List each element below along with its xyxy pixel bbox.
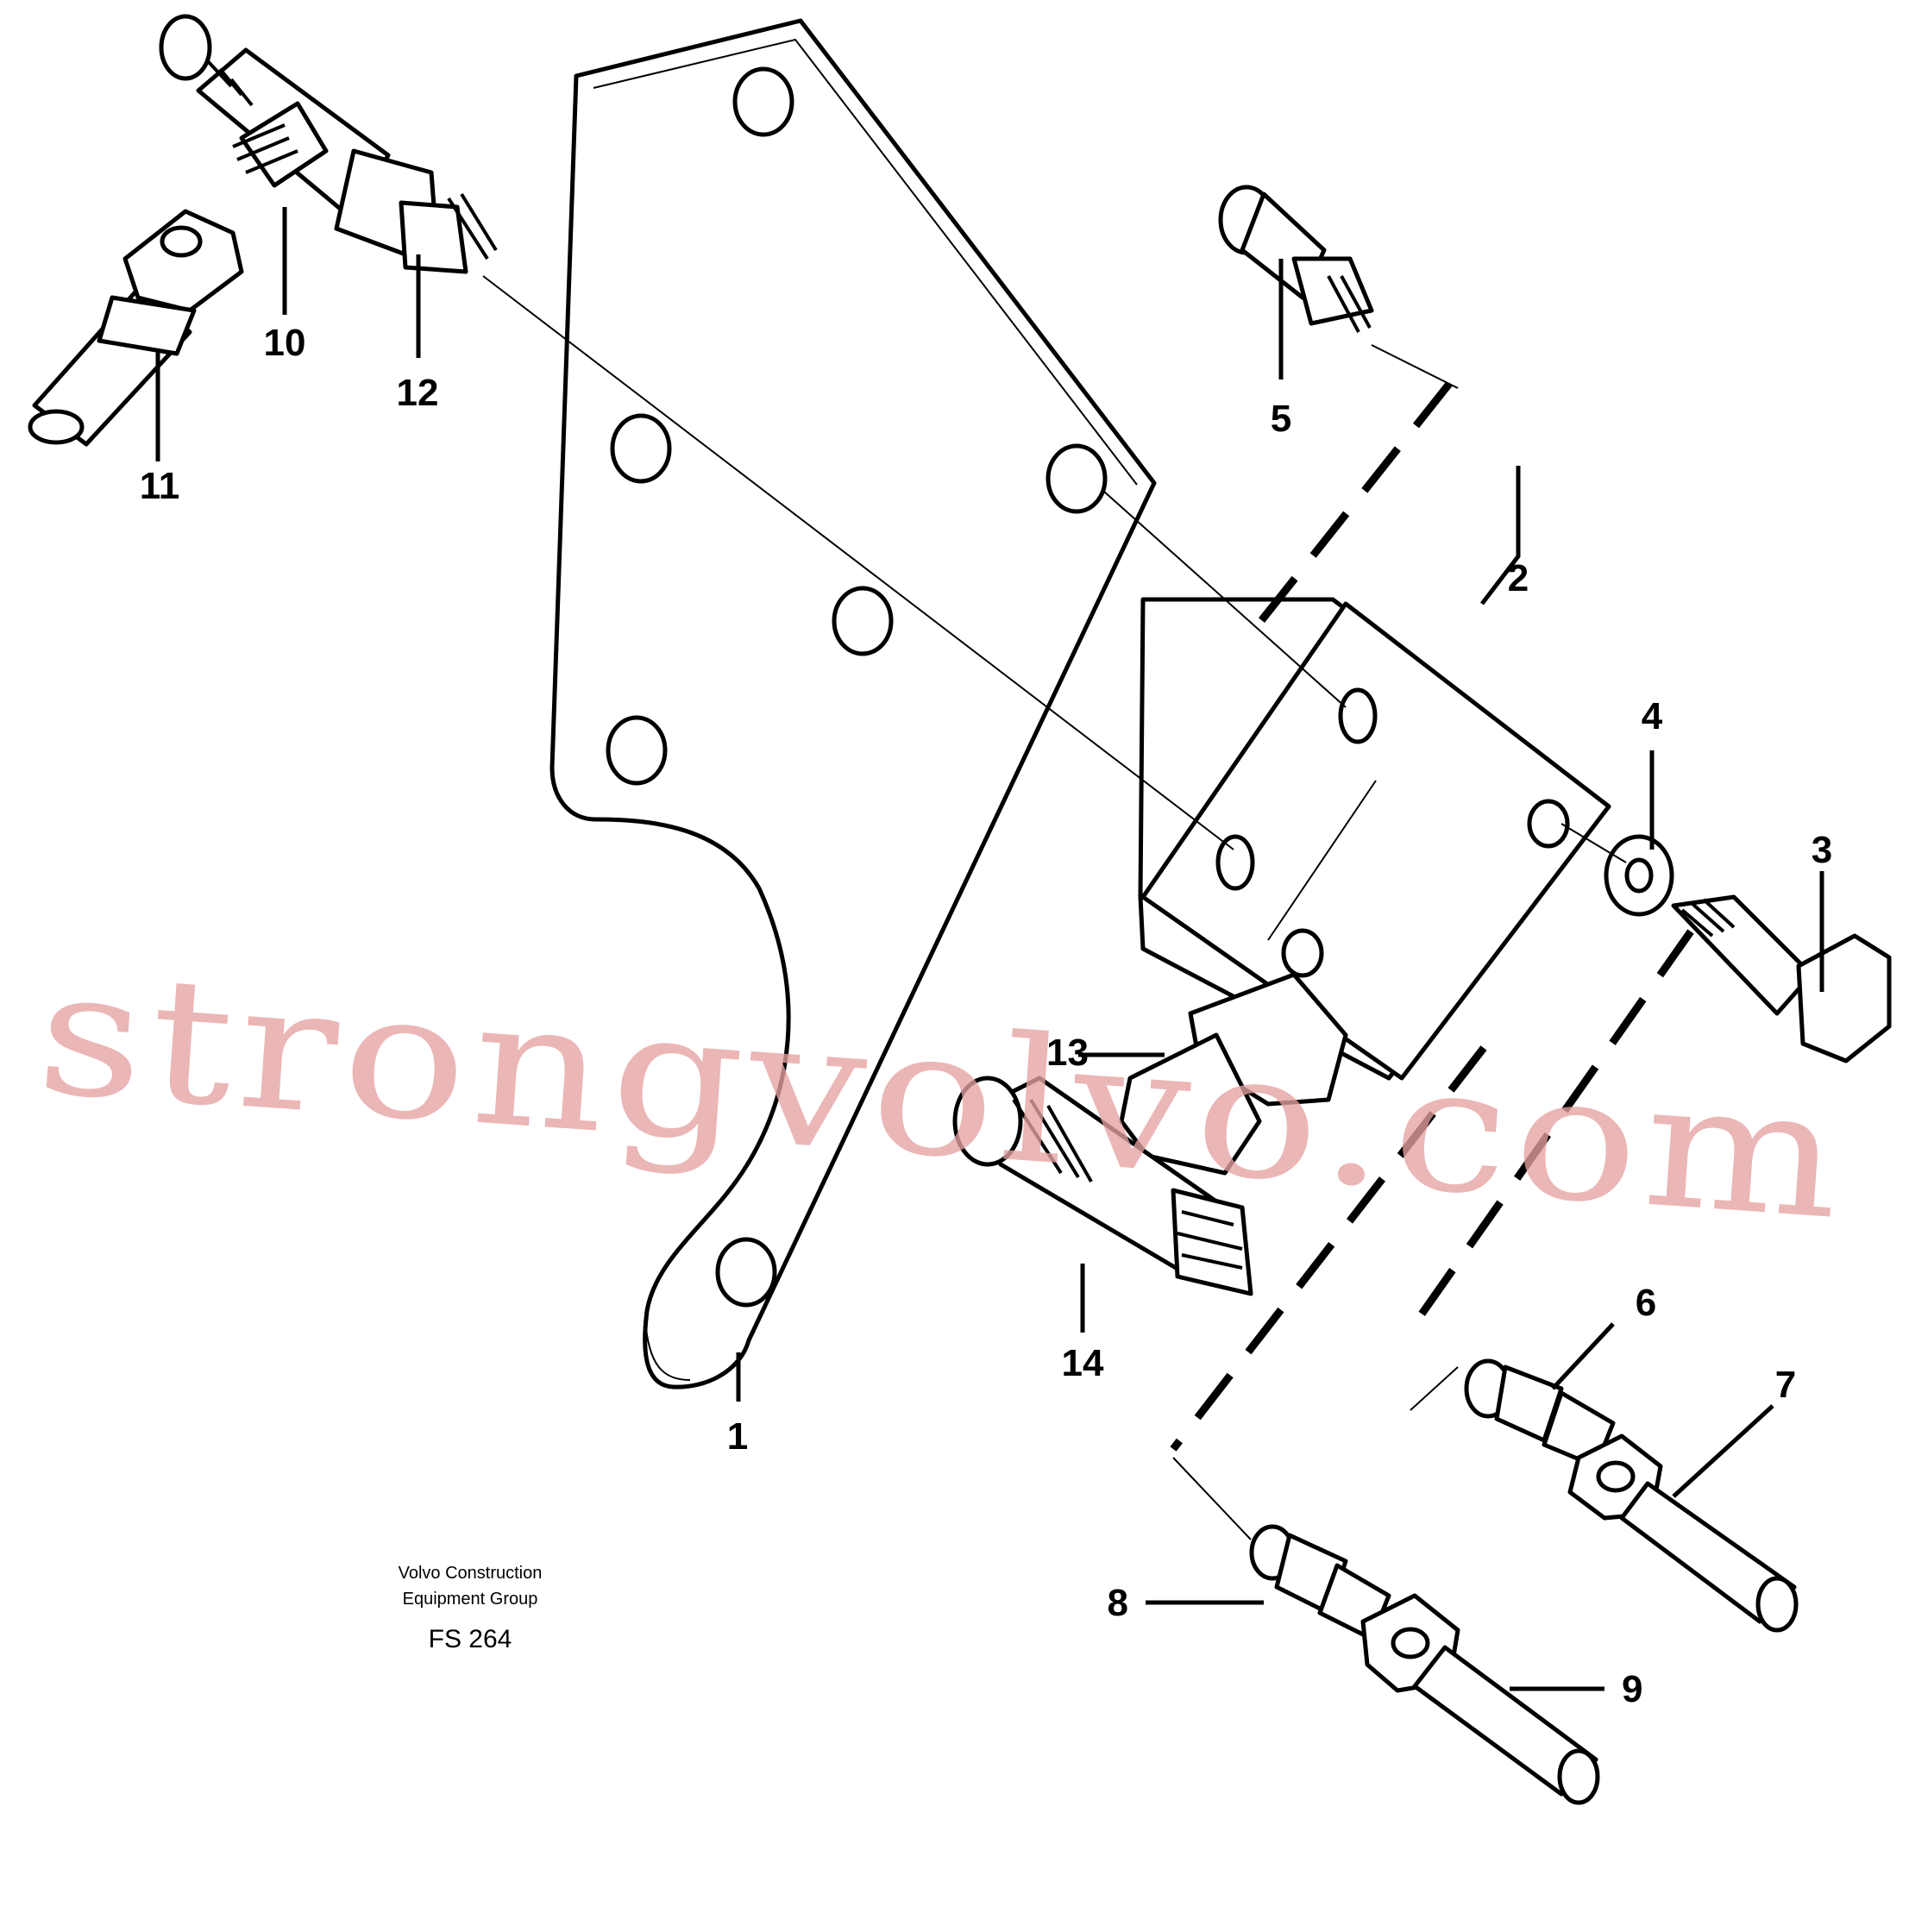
bracket-plate [549,18,1157,1389]
part-label-5: 5 [1271,398,1291,440]
part-label-7: 7 [1775,1364,1796,1406]
part-label-3: 3 [1812,829,1832,871]
part-label-6: 6 [1636,1282,1656,1324]
part-label-10: 10 [264,322,306,364]
caption-block: Volvo Construction Equipment Group FS 26… [399,1564,543,1653]
pipe-bottom [1249,1524,1600,1805]
bolt-and-washer [1604,834,1892,1063]
part-label-14: 14 [1062,1342,1104,1384]
pipe-lower-right [1464,1358,1799,1633]
caption-company-line2: Equipment Group [403,1590,538,1609]
part-label-4: 4 [1642,695,1663,737]
tee-fitting-middle [952,1076,1253,1296]
caption-company-line1: Volvo Construction [399,1564,543,1583]
figure-code: FS 264 [429,1625,512,1653]
part-label-11: 11 [140,465,180,507]
part-label-9: 9 [1622,1668,1642,1710]
part-label-8: 8 [1108,1582,1128,1624]
part-label-13: 13 [1046,1032,1089,1074]
leader-lines [155,207,1824,1691]
pipe-upper-left [28,209,244,447]
nut [1119,972,1348,1176]
part-labels: 1 2 3 4 5 6 7 8 9 10 11 12 13 14 [140,322,1833,1710]
part-label-1: 1 [727,1415,748,1458]
part-label-12: 12 [397,372,439,414]
assembly-lines [482,275,1694,1540]
tee-fitting-upper [159,14,498,274]
part-label-2: 2 [1508,557,1529,599]
nipple-upper-right [1218,185,1374,333]
watermark: strongvolvo.com [32,932,1853,1258]
